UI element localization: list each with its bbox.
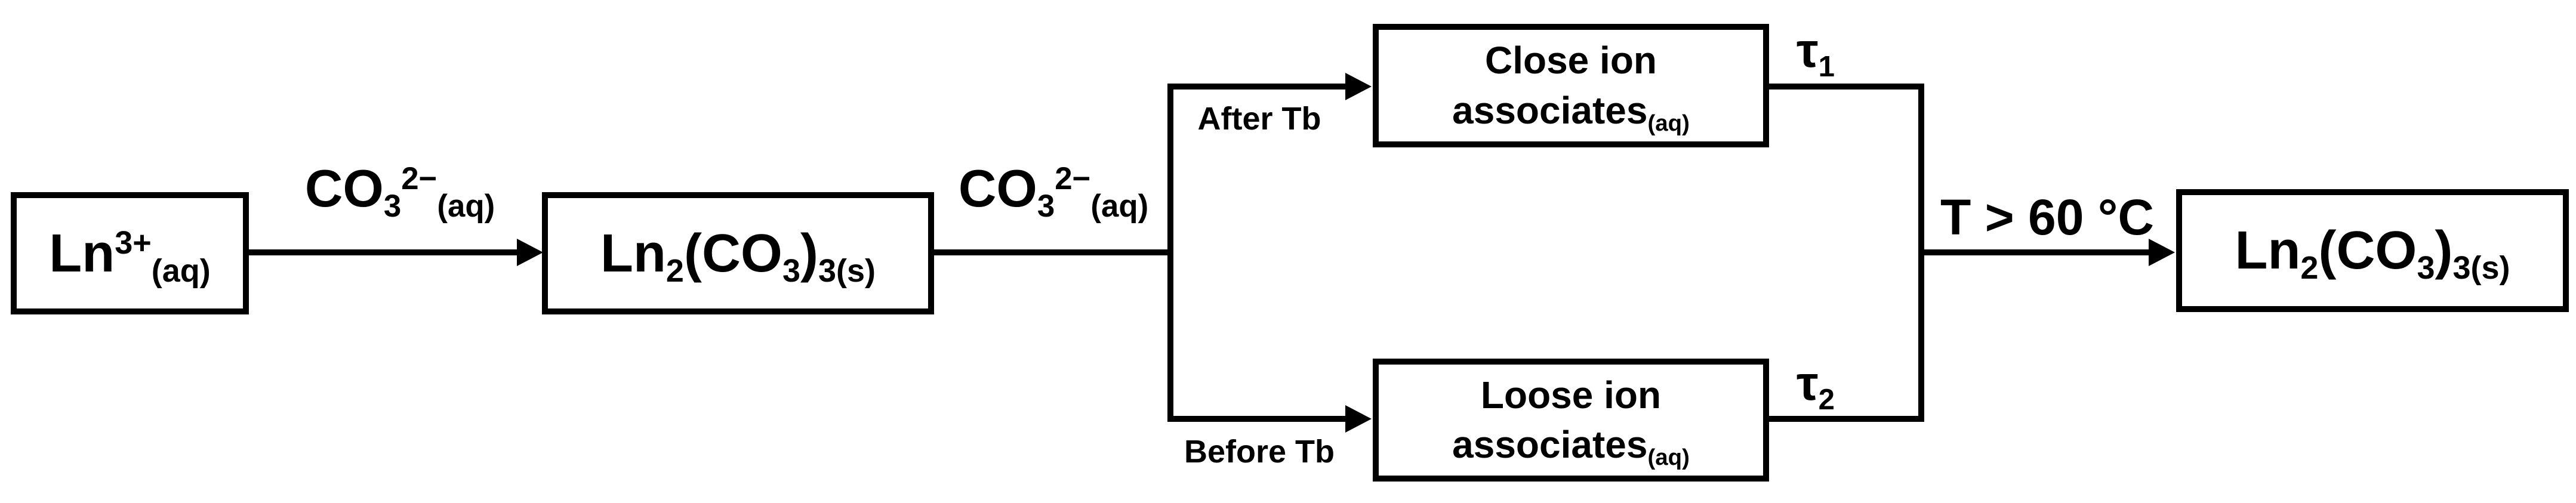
formula-state-subscript: (aq) (151, 252, 211, 289)
arrowhead-upper-branch (1345, 73, 1372, 100)
tau-glyph: τ (1797, 23, 1819, 78)
converge-vertical-line (1918, 84, 1924, 422)
state-subscript: (aq) (1647, 110, 1690, 136)
label-before-tb: Before Tb (1184, 434, 1335, 470)
text-associates: associates (1452, 88, 1648, 132)
arrow-line-lower-branch (1167, 416, 1345, 422)
formula-part: Ln (600, 223, 666, 283)
formula-subscript: 3 (782, 252, 800, 289)
label-state-subscript: (aq) (1090, 188, 1149, 224)
box-loose-ion-associates: Loose ion associates(aq) (1373, 359, 1769, 482)
arrow-line-step1 (249, 249, 517, 255)
formula-part: Ln (2235, 221, 2301, 280)
formula-ln2co33s: Ln2(CO3)3(s) (600, 223, 876, 287)
label-tau2: τ2 (1797, 356, 1835, 415)
formula-part: (CO (2318, 221, 2417, 280)
state-subscript: (aq) (1647, 445, 1690, 471)
line-upper-out (1769, 84, 1924, 90)
formula-part: ) (800, 223, 818, 283)
label-subscript-3: 3 (383, 188, 402, 224)
label-after-tb: After Tb (1197, 101, 1321, 137)
label-subscript-3: 3 (1037, 188, 1055, 224)
label-state-subscript: (aq) (437, 188, 495, 224)
text-line1: Loose ion (1480, 373, 1662, 416)
split-vertical-line (1167, 84, 1173, 422)
text-line2: associates(aq) (1452, 86, 1690, 136)
formula-ln3-aq: Ln3+(aq) (49, 223, 211, 287)
label-carbonate-step2: CO32−(aq) (910, 159, 1197, 223)
formula-part: ) (2435, 221, 2453, 280)
text-line2: associates(aq) (1452, 420, 1690, 470)
arrowhead-lower-branch (1345, 405, 1372, 433)
label-base: CO (958, 159, 1037, 218)
formula-ln2co33s-product: Ln2(CO3)3(s) (2235, 221, 2510, 284)
label-carbonate-step1: CO32−(aq) (257, 159, 543, 223)
formula-subscript: 3(s) (2452, 250, 2510, 286)
label-tau1: τ1 (1797, 23, 1835, 82)
label-charge-superscript: 2− (401, 161, 437, 196)
label-base: CO (304, 159, 384, 218)
tau-subscript: 2 (1818, 382, 1835, 416)
text-loose-ion-associates: Loose ion associates(aq) (1452, 371, 1690, 470)
label-charge-superscript: 2− (1055, 161, 1091, 196)
formula-part: (CO (683, 223, 782, 283)
box-lanthanide-ion: Ln3+(aq) (11, 192, 249, 314)
box-product-carbonate-solid: Ln2(CO3)3(s) (2176, 189, 2569, 312)
text-associates: associates (1452, 423, 1648, 466)
line-lower-out (1769, 416, 1924, 422)
text-close-ion-associates: Close ion associates(aq) (1452, 36, 1690, 135)
arrowhead-final (2149, 239, 2175, 266)
formula-subscript: 2 (2300, 250, 2319, 286)
formula-charge-superscript: 3+ (115, 224, 152, 261)
tau-subscript: 1 (1818, 50, 1835, 83)
arrow-line-upper-branch (1167, 84, 1345, 90)
formula-subscript: 2 (665, 252, 684, 289)
formula-base: Ln (49, 223, 115, 283)
label-temperature: T > 60 °C (1940, 189, 2155, 245)
arrowhead-step1 (517, 239, 543, 266)
arrow-line-final (1924, 249, 2149, 255)
tau-glyph: τ (1797, 356, 1819, 411)
line-step2 (934, 249, 1173, 255)
text-line1: Close ion (1484, 39, 1657, 82)
box-lanthanide-carbonate-solid: Ln2(CO3)3(s) (542, 192, 934, 314)
box-close-ion-associates: Close ion associates(aq) (1373, 24, 1769, 147)
formula-subscript: 3 (2417, 250, 2435, 286)
formula-subscript: 3(s) (818, 252, 876, 289)
